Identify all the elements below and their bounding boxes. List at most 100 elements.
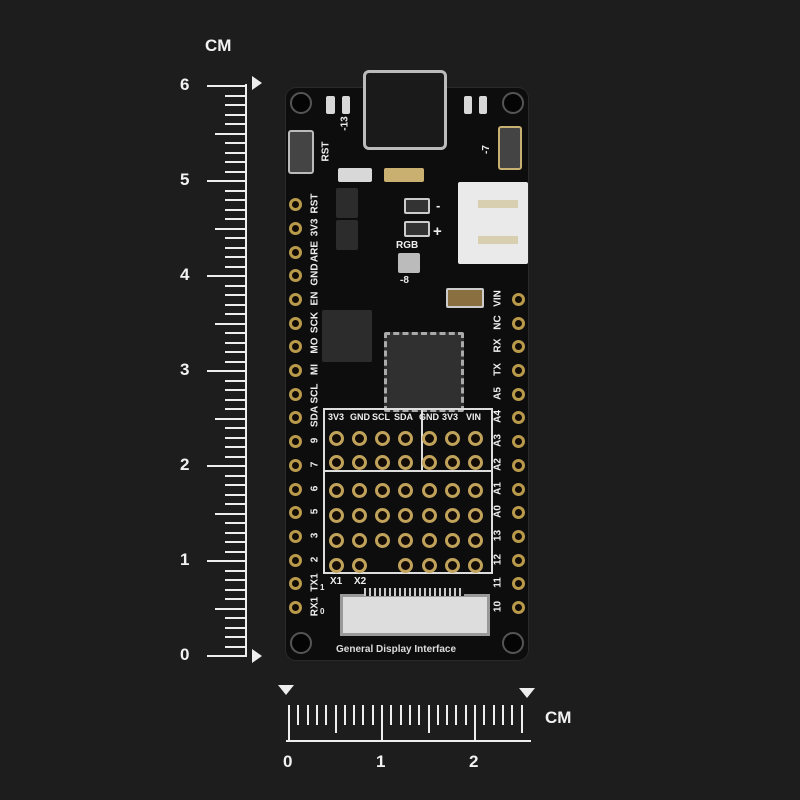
ruler-label: 5: [180, 170, 190, 189]
ruler-tick: [225, 455, 245, 458]
horizontal-ruler-unit: CM: [545, 708, 572, 727]
ruler-tick: [362, 705, 365, 725]
ruler-tick: [207, 560, 245, 562]
pin-11: [512, 577, 525, 591]
proto-hole: [375, 508, 390, 523]
ruler-tick: [225, 550, 245, 553]
proto-hole: [422, 533, 437, 548]
ruler-label: 1: [376, 752, 386, 771]
pin-rst: [289, 198, 302, 212]
proto-hole: [398, 431, 413, 446]
proto-hole: [398, 483, 413, 498]
crystal-x1-label: X1: [330, 576, 343, 587]
smd-component: [464, 96, 472, 114]
mounting-hole: [502, 632, 524, 654]
ruler-tick: [225, 522, 245, 524]
ruler-tick: [399, 705, 402, 725]
rgb-led: [398, 253, 420, 273]
ruler-tick: [343, 705, 346, 725]
ruler-tick: [464, 705, 467, 725]
smd-component: [326, 96, 335, 114]
pin-vin: [512, 292, 525, 306]
ruler-tick: [418, 705, 421, 725]
pin-en: [289, 292, 302, 306]
ruler-tick: [225, 161, 245, 163]
reset-button[interactable]: [288, 130, 314, 174]
pin-sub-label: 0: [320, 607, 325, 616]
mounting-hole: [290, 92, 312, 114]
proto-hole: [375, 483, 390, 498]
proto-hole: [329, 533, 344, 548]
mcu-chip: [384, 332, 464, 412]
horizontal-ruler-right-marker: [519, 688, 535, 698]
ruler-tick: [225, 398, 245, 401]
crystal-x2-label: X2: [354, 576, 367, 587]
ruler-tick: [225, 379, 245, 382]
vertical-ruler-unit: CM: [205, 36, 232, 55]
ruler-tick: [225, 493, 245, 496]
proto-hole: [398, 533, 413, 548]
proto-hole: [329, 508, 344, 523]
proto-hole: [422, 558, 437, 573]
ruler-tick: [297, 705, 300, 725]
ruler-tick: [225, 474, 245, 477]
horizontal-ruler-left-marker: [278, 685, 294, 695]
ruler-tick: [207, 465, 245, 467]
smd-component: [404, 198, 430, 214]
ruler-tick: [225, 284, 245, 287]
ruler-tick: [225, 360, 245, 363]
pin-3: [289, 529, 302, 543]
ruler-label: 2: [180, 455, 190, 474]
pin-5: [289, 506, 302, 520]
pin-tx: [512, 364, 525, 377]
battery-minus-label: -: [436, 198, 441, 213]
rgb-pin-label: -8: [400, 275, 409, 286]
ruler-tick: [207, 370, 245, 372]
usb-c-port: [363, 70, 447, 150]
header-label: VIN: [466, 412, 482, 422]
proto-hole: [468, 558, 483, 573]
proto-hole: [445, 455, 460, 470]
ruler-tick: [225, 341, 245, 344]
ruler-tick: [215, 512, 245, 515]
proto-hole: [352, 483, 367, 498]
pin-scl: [289, 387, 302, 401]
ruler-tick: [315, 705, 318, 725]
vertical-ruler-bottom-marker: [252, 649, 262, 663]
ruler-tick: [225, 199, 245, 201]
header-label: GND: [419, 412, 439, 422]
pin-tx1: [289, 577, 302, 591]
ruler-label: 3: [180, 360, 190, 379]
ruler-tick: [288, 705, 290, 741]
ruler-edge: [245, 84, 247, 657]
flash-chip: [322, 310, 372, 362]
proto-hole: [329, 483, 344, 498]
proto-hole: [445, 431, 460, 446]
battery-plus-label: +: [433, 223, 442, 240]
ruler-edge: [286, 740, 531, 742]
mounting-hole: [290, 632, 312, 654]
pin-a5: [512, 387, 525, 401]
ruler-tick: [225, 408, 245, 410]
ruler-tick: [381, 705, 383, 741]
proto-hole: [468, 483, 483, 498]
display-connector: [340, 594, 490, 636]
ruler-tick: [492, 705, 495, 725]
proto-hole: [352, 508, 367, 523]
proto-hole: [445, 533, 460, 548]
ruler-tick: [215, 607, 245, 610]
pin-sub-label: 1: [320, 583, 325, 593]
ruler-tick: [215, 322, 245, 325]
ruler-tick: [455, 705, 458, 725]
ruler-tick: [225, 208, 245, 211]
proto-hole: [329, 431, 344, 446]
header-label: 3V3: [328, 412, 345, 422]
ruler-tick: [207, 180, 245, 182]
ruler-tick: [225, 294, 245, 296]
pin-label: VIN: [492, 290, 504, 307]
pin-9: [289, 435, 302, 449]
ruler-tick: [225, 113, 245, 116]
ruler-tick: [408, 705, 411, 725]
side-button[interactable]: [498, 126, 522, 170]
